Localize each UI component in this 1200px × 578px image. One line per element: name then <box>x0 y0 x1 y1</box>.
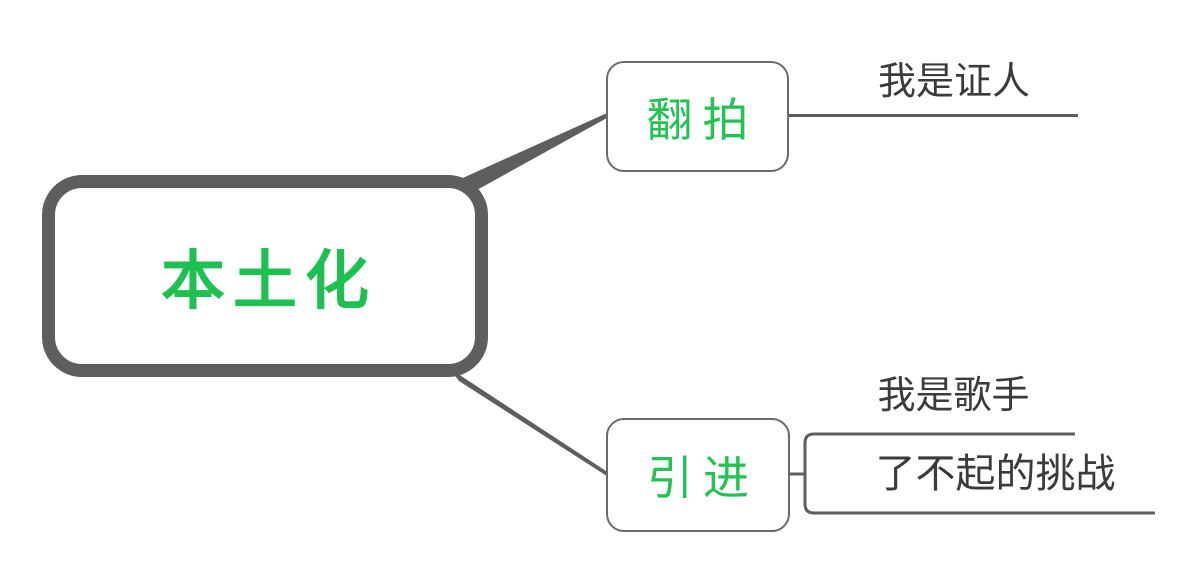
branch-topic-import-label: 引进 <box>647 451 759 505</box>
leaf-topic-singer[interactable]: 我是歌手 <box>877 373 1030 417</box>
branch-topic-remake[interactable]: 翻拍 <box>606 61 789 172</box>
root-topic[interactable]: 本土化 <box>42 175 488 377</box>
branch-line-bottom <box>449 368 606 476</box>
branch-topic-remake-label: 翻拍 <box>646 92 759 147</box>
root-topic-label: 本土化 <box>161 244 377 319</box>
leaf-topic-great-challenge[interactable]: 了不起的挑战 <box>875 451 1116 497</box>
leaf-underline-bracket <box>803 432 1155 515</box>
leaf-topic-witness[interactable]: 我是证人 <box>877 59 1030 103</box>
branch-line-top <box>456 113 606 196</box>
branch-topic-import[interactable]: 引进 <box>606 418 790 532</box>
